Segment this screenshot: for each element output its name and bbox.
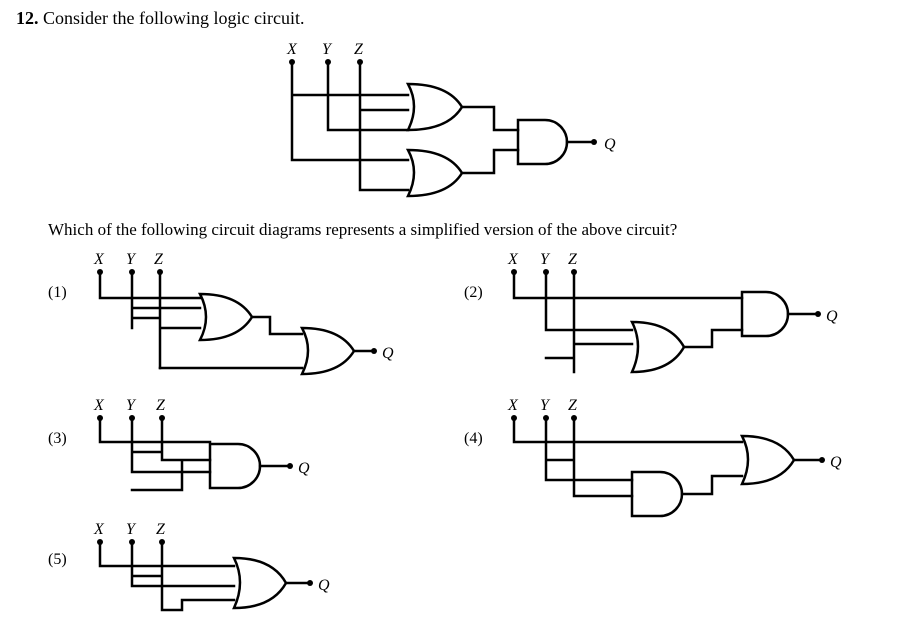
opt5-or-gate	[231, 556, 288, 610]
option-4-label[interactable]: (4)	[464, 430, 483, 447]
main-or-gate-top	[405, 82, 464, 132]
opt1-q-label: Q	[382, 345, 394, 362]
opt4-or-gate	[739, 434, 796, 486]
opt4-q-label: Q	[830, 454, 842, 471]
opt3-z-label: Z	[156, 397, 166, 414]
main-y-label: Y	[322, 41, 333, 58]
question-prompt: Which of the following circuit diagrams …	[48, 220, 678, 239]
opt3-y-label: Y	[126, 397, 137, 414]
question-text: Consider the following logic circuit.	[43, 8, 305, 28]
opt4-x-label: X	[507, 397, 519, 414]
opt1-y-label: Y	[126, 251, 137, 268]
main-or-gate-bottom	[405, 148, 464, 198]
opt5-y-label: Y	[126, 521, 137, 538]
opt1-x-label: X	[93, 251, 105, 268]
option-4-circuit	[512, 416, 824, 518]
main-circuit	[290, 60, 596, 198]
option-1-label[interactable]: (1)	[48, 284, 67, 301]
opt2-x-label: X	[507, 251, 519, 268]
opt1-or-gate-2	[299, 326, 356, 376]
input-labels: X Y Z Q X Y Z Q X Y Z Q X Y Z Q X Y Z Q …	[93, 41, 842, 594]
opt2-z-label: Z	[568, 251, 578, 268]
input-dots	[97, 59, 825, 586]
opt5-z-label: Z	[156, 521, 166, 538]
opt3-q-label: Q	[298, 460, 310, 477]
opt4-y-label: Y	[540, 397, 551, 414]
opt4-and-gate	[630, 470, 684, 518]
option-2-circuit	[512, 270, 820, 374]
option-1-circuit	[98, 270, 376, 376]
main-x-label: X	[286, 41, 298, 58]
opt4-z-label: Z	[568, 397, 578, 414]
option-2-label[interactable]: (2)	[464, 284, 483, 301]
opt1-or-gate	[197, 292, 254, 342]
opt3-and-gate	[208, 442, 262, 490]
main-q-label: Q	[604, 136, 616, 153]
option-3-label[interactable]: (3)	[48, 430, 67, 447]
option-5-circuit	[98, 540, 312, 612]
opt2-y-label: Y	[540, 251, 551, 268]
option-5-label[interactable]: (5)	[48, 551, 67, 568]
opt1-z-label: Z	[154, 251, 164, 268]
opt3-x-label: X	[93, 397, 105, 414]
opt5-x-label: X	[93, 521, 105, 538]
main-and-gate	[516, 118, 569, 166]
opt5-q-label: Q	[318, 577, 330, 594]
option-3-circuit	[98, 416, 292, 492]
opt2-and-gate	[740, 290, 790, 338]
question-header: 12. Consider the following logic circuit…	[16, 8, 304, 29]
question-number: 12.	[16, 8, 39, 28]
opt2-or-gate	[629, 320, 686, 374]
main-z-label: Z	[354, 41, 364, 58]
opt2-q-label: Q	[826, 308, 838, 325]
